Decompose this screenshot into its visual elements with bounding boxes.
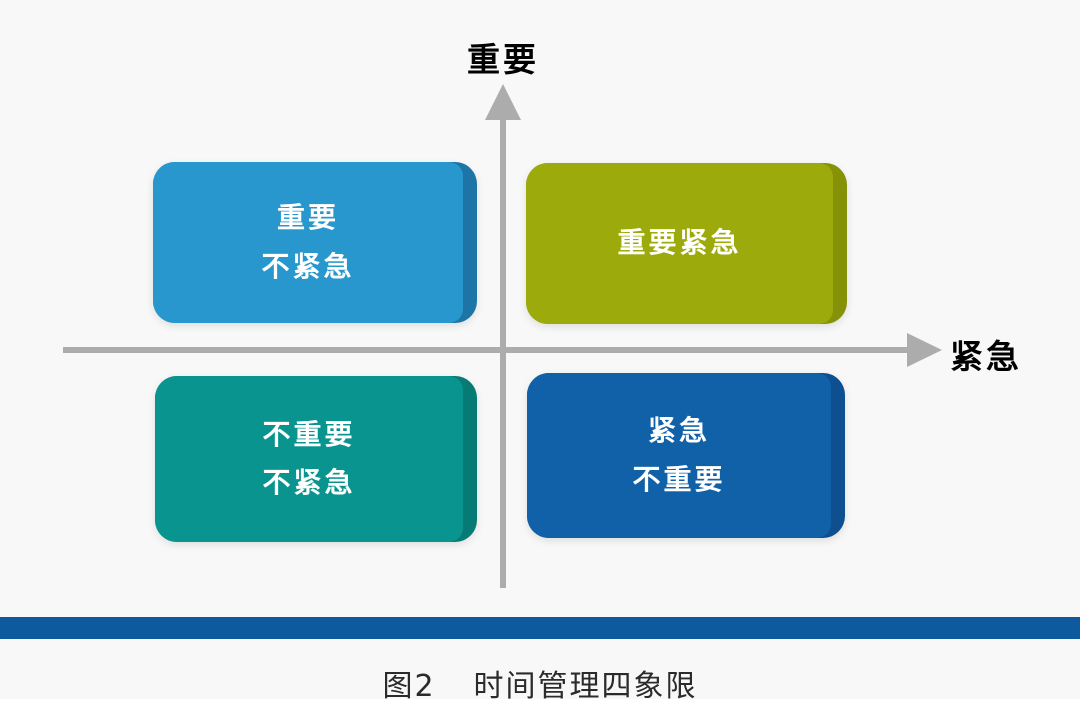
quadrant-label-line: 不紧急 <box>261 249 355 283</box>
horizontal-axis-line <box>63 347 910 353</box>
quadrant-face: 重要紧急 <box>526 163 833 324</box>
vertical-axis-arrow-icon <box>485 84 521 120</box>
divider-bar <box>0 617 1080 639</box>
figure-caption: 图2 时间管理四象限 <box>0 661 1080 705</box>
horizontal-axis-label: 紧急 <box>950 337 1022 376</box>
quadrant-urgent-not-important: 紧急 不重要 <box>527 373 845 538</box>
quadrant-important-not-urgent: 重要 不紧急 <box>153 162 477 323</box>
quadrant-label-line: 重要 <box>276 201 339 235</box>
quadrant-face: 紧急 不重要 <box>527 373 831 538</box>
quadrant-label-line: 不重要 <box>262 417 356 451</box>
quadrant-not-important-not-urgent: 不重要 不紧急 <box>155 376 477 542</box>
figure-caption-label: 图2 <box>382 669 436 704</box>
horizontal-axis-arrow-icon <box>907 333 942 367</box>
quadrant-face: 不重要 不紧急 <box>155 376 463 542</box>
quadrant-label-line: 不紧急 <box>262 466 356 499</box>
quadrant-important-urgent: 重要紧急 <box>526 163 847 324</box>
quadrant-label-line: 重要紧急 <box>617 226 742 260</box>
quadrant-label-line: 不重要 <box>632 462 726 496</box>
quadrant-label-line: 紧急 <box>647 414 710 448</box>
figure-caption-title: 时间管理四象限 <box>473 669 698 704</box>
quadrant-face: 重要 不紧急 <box>153 162 463 323</box>
vertical-axis-label: 重要 <box>467 40 539 79</box>
